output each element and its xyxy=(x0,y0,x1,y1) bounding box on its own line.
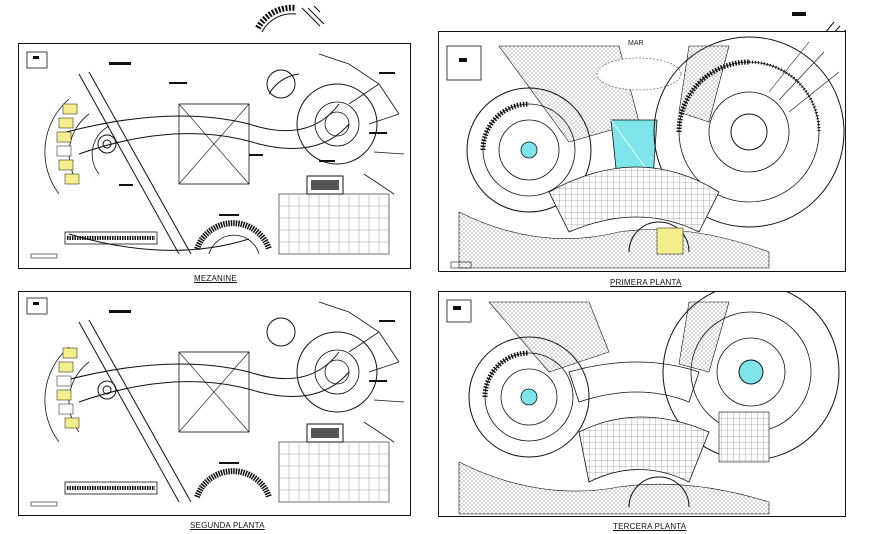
sheet-primera-planta xyxy=(438,31,846,272)
right-rotunda xyxy=(266,317,378,413)
left-fan-wing xyxy=(44,98,117,195)
floor-plan-mezanine xyxy=(26,51,405,259)
floor-plan-segunda xyxy=(26,297,405,507)
floor-plan-primera xyxy=(446,36,845,269)
sheet-title-tercera-planta: TERCERA PLANTA xyxy=(613,522,687,531)
sheet-title-primera-planta: PRIMERA PLANTA xyxy=(610,278,682,287)
sheet-tercera-planta xyxy=(438,291,846,517)
left-fan-wing xyxy=(44,346,117,443)
sheet-title-mezanine: MEZANINE xyxy=(194,274,237,283)
sheet-segunda-planta xyxy=(18,291,411,516)
sheet-mezanine xyxy=(18,43,411,269)
north-label-mar: MAR xyxy=(628,40,644,47)
left-rotunda xyxy=(468,336,590,458)
central-plaza xyxy=(178,351,250,433)
bottom-grid xyxy=(278,175,390,255)
right-rotunda xyxy=(266,69,378,165)
bottom-grid xyxy=(278,423,390,503)
central-plaza xyxy=(178,103,250,185)
sheet-title-segunda-planta: SEGUNDA PLANTA xyxy=(190,521,265,530)
left-rotunda xyxy=(466,87,592,213)
floor-plan-tercera xyxy=(446,292,840,515)
right-rotunda xyxy=(653,36,845,228)
key-plan xyxy=(255,4,325,33)
